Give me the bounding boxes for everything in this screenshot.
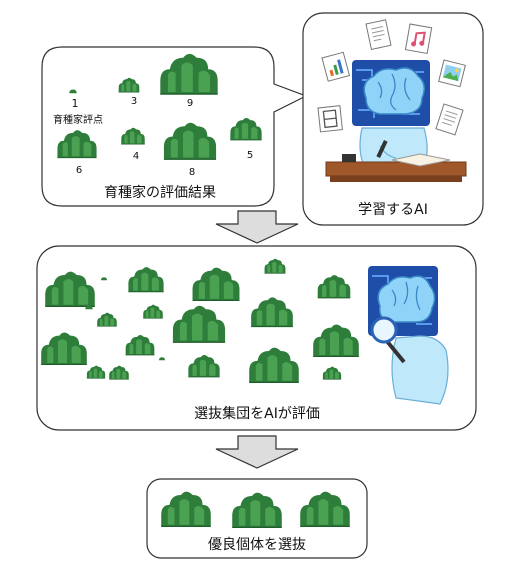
text-document-icon xyxy=(435,103,464,136)
score-1: 1 xyxy=(72,97,79,110)
evaluating-ai-robot xyxy=(368,266,449,405)
breeder-panel-caption: 育種家の評価結果 xyxy=(104,184,216,201)
magnifier-icon xyxy=(370,316,406,364)
ai-body xyxy=(391,335,449,405)
brain-icon xyxy=(363,67,425,115)
studying-ai-robot xyxy=(325,60,467,182)
bar-chart-icon xyxy=(321,51,351,82)
brain-icon xyxy=(377,275,436,323)
image-icon xyxy=(438,59,466,88)
result-panel-caption: 優良個体を選抜 xyxy=(208,537,306,553)
pen-case xyxy=(342,154,356,162)
selected-individuals-panel: 優良個体を選抜 xyxy=(146,478,368,559)
film-icon xyxy=(317,105,343,133)
ai-panel-caption: 学習するAI xyxy=(358,202,428,218)
learning-ai-panel: 学習するAI xyxy=(302,12,484,226)
score-5: 5 xyxy=(247,150,253,161)
pencil xyxy=(376,139,388,159)
score-6: 6 xyxy=(76,165,82,176)
breeder-evaluation-panel: 1 3 9 6 4 8 5 育種家評点 育種家の評価結果 xyxy=(41,46,308,207)
desk xyxy=(325,161,467,177)
speech-bubble xyxy=(41,46,308,207)
selection-population-panel: 選抜集団をAIが評価 xyxy=(36,245,477,431)
document-icon xyxy=(365,19,392,51)
down-arrow-2 xyxy=(215,435,299,469)
score-label: 育種家評点 xyxy=(53,113,103,126)
score-9: 9 xyxy=(187,98,193,109)
down-arrow-1 xyxy=(215,210,299,244)
music-note-icon xyxy=(404,23,433,55)
score-8: 8 xyxy=(189,167,195,178)
score-3: 3 xyxy=(131,96,137,107)
selection-panel-caption: 選抜集団をAIが評価 xyxy=(194,405,320,422)
score-4: 4 xyxy=(133,151,139,162)
open-book xyxy=(391,153,451,167)
